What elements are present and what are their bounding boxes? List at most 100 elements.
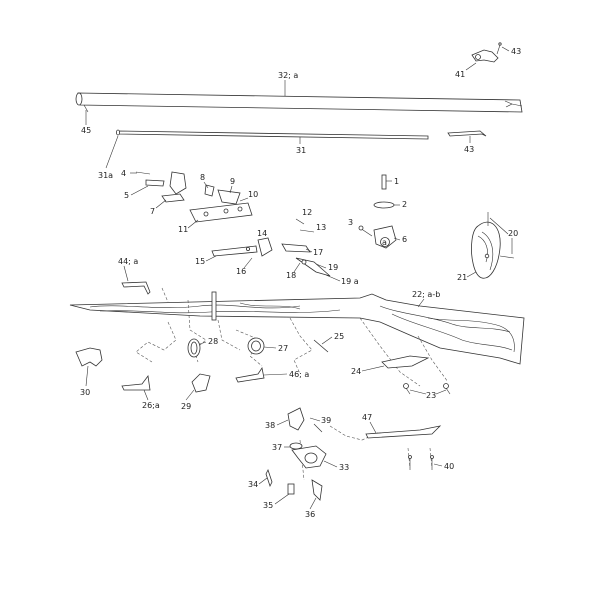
leader-30 bbox=[85, 365, 89, 387]
part-46a bbox=[235, 366, 265, 383]
label-1: 1 bbox=[394, 177, 399, 186]
label-34: 34 bbox=[248, 480, 258, 489]
leader-19a bbox=[325, 274, 341, 282]
label-39: 39 bbox=[321, 416, 331, 425]
part-41-sight bbox=[471, 42, 502, 63]
label-5: 5 bbox=[124, 191, 129, 200]
leader-33 bbox=[323, 460, 338, 468]
leader-15 bbox=[205, 255, 217, 262]
label-22ab: 22; a-b bbox=[412, 290, 440, 299]
part-29 bbox=[191, 373, 211, 393]
label-31: 31 bbox=[296, 146, 306, 155]
leader-47 bbox=[369, 421, 377, 434]
leader-36 bbox=[309, 497, 317, 510]
leader-20a bbox=[489, 217, 509, 235]
label-8: 8 bbox=[200, 173, 205, 182]
ramrod bbox=[116, 129, 429, 140]
label-29: 29 bbox=[181, 402, 191, 411]
leader-8 bbox=[203, 181, 209, 189]
leader-41 bbox=[465, 62, 477, 71]
leader-25 bbox=[321, 336, 333, 345]
part-24 bbox=[381, 355, 430, 369]
label-4: 4 bbox=[121, 169, 126, 178]
leader-27 bbox=[263, 346, 277, 349]
label-18: 18 bbox=[286, 271, 296, 280]
leader-34 bbox=[258, 477, 268, 485]
label-20: 20 bbox=[508, 229, 518, 238]
label-32a: 32; a bbox=[278, 71, 298, 80]
leader-21 bbox=[466, 271, 477, 278]
part-26a bbox=[121, 374, 151, 391]
leader-16 bbox=[243, 257, 253, 269]
label-37: 37 bbox=[272, 443, 282, 452]
leader-43-top bbox=[501, 46, 510, 52]
label-12: 12 bbox=[302, 208, 312, 217]
label-9: 9 bbox=[230, 177, 235, 186]
label-36: 36 bbox=[305, 510, 315, 519]
lock-parts-upper bbox=[135, 171, 253, 223]
part-27-band bbox=[247, 337, 265, 355]
label-41: 41 bbox=[455, 70, 465, 79]
label-19a: 19 a bbox=[341, 277, 359, 286]
label-24: 24 bbox=[351, 367, 361, 376]
label-3: 3 bbox=[348, 218, 353, 227]
leader-40 bbox=[433, 463, 443, 467]
trigger-group bbox=[265, 407, 327, 501]
leader-19 bbox=[315, 263, 327, 269]
label-6: 6 bbox=[402, 235, 407, 244]
leader-11 bbox=[187, 219, 199, 229]
leader-38 bbox=[276, 419, 289, 426]
label-15: 15 bbox=[195, 257, 205, 266]
part-40-screws bbox=[408, 455, 434, 470]
leader-46a bbox=[263, 373, 288, 376]
label-47: 47 bbox=[362, 413, 372, 422]
leader-17 bbox=[305, 248, 313, 253]
leader-5 bbox=[130, 185, 149, 196]
leader-44a bbox=[123, 265, 129, 282]
part-25 bbox=[313, 339, 329, 353]
label-19: 19 bbox=[328, 263, 338, 272]
label-31a: 31a bbox=[98, 171, 113, 180]
label-46a: 46; a bbox=[289, 370, 309, 379]
leader-22ab bbox=[417, 298, 425, 308]
leader-9 bbox=[229, 185, 233, 194]
label-43-top: 43 bbox=[511, 47, 521, 56]
label-44a: 44; a bbox=[118, 257, 138, 266]
stock bbox=[69, 291, 525, 365]
part-23-screws bbox=[403, 383, 451, 395]
label-25: 25 bbox=[334, 332, 344, 341]
parts-1-2-3-6 bbox=[358, 174, 397, 249]
label-17: 17 bbox=[313, 248, 323, 257]
label-21: 21 bbox=[457, 273, 467, 282]
part-44a bbox=[121, 281, 151, 295]
leader-26a bbox=[143, 389, 149, 401]
label-16: 16 bbox=[236, 267, 246, 276]
label-7: 7 bbox=[150, 207, 155, 216]
part-47 bbox=[365, 425, 442, 439]
barrel bbox=[75, 92, 523, 113]
label-45: 45 bbox=[81, 126, 91, 135]
label-28: 28 bbox=[208, 337, 218, 346]
label-a: a bbox=[382, 238, 387, 247]
label-14: 14 bbox=[257, 229, 267, 238]
part-30 bbox=[75, 347, 103, 367]
label-13: 13 bbox=[316, 223, 326, 232]
part-43-spring bbox=[447, 130, 487, 137]
leader-29 bbox=[185, 389, 195, 401]
leader-10 bbox=[239, 197, 249, 202]
label-23: 23 bbox=[426, 391, 436, 400]
leader-31a bbox=[105, 135, 119, 169]
label-43: 43 bbox=[464, 145, 474, 154]
leader-7 bbox=[155, 199, 167, 209]
part-28-band bbox=[187, 338, 201, 358]
label-40: 40 bbox=[444, 462, 454, 471]
leader-18 bbox=[293, 262, 301, 273]
leader-24 bbox=[361, 365, 385, 372]
label-26a: 26;a bbox=[142, 401, 160, 410]
leader-6 bbox=[393, 237, 401, 241]
lock-parts-lower bbox=[211, 218, 331, 277]
leader-23a bbox=[409, 389, 427, 395]
label-10: 10 bbox=[248, 190, 258, 199]
label-11: 11 bbox=[178, 225, 188, 234]
